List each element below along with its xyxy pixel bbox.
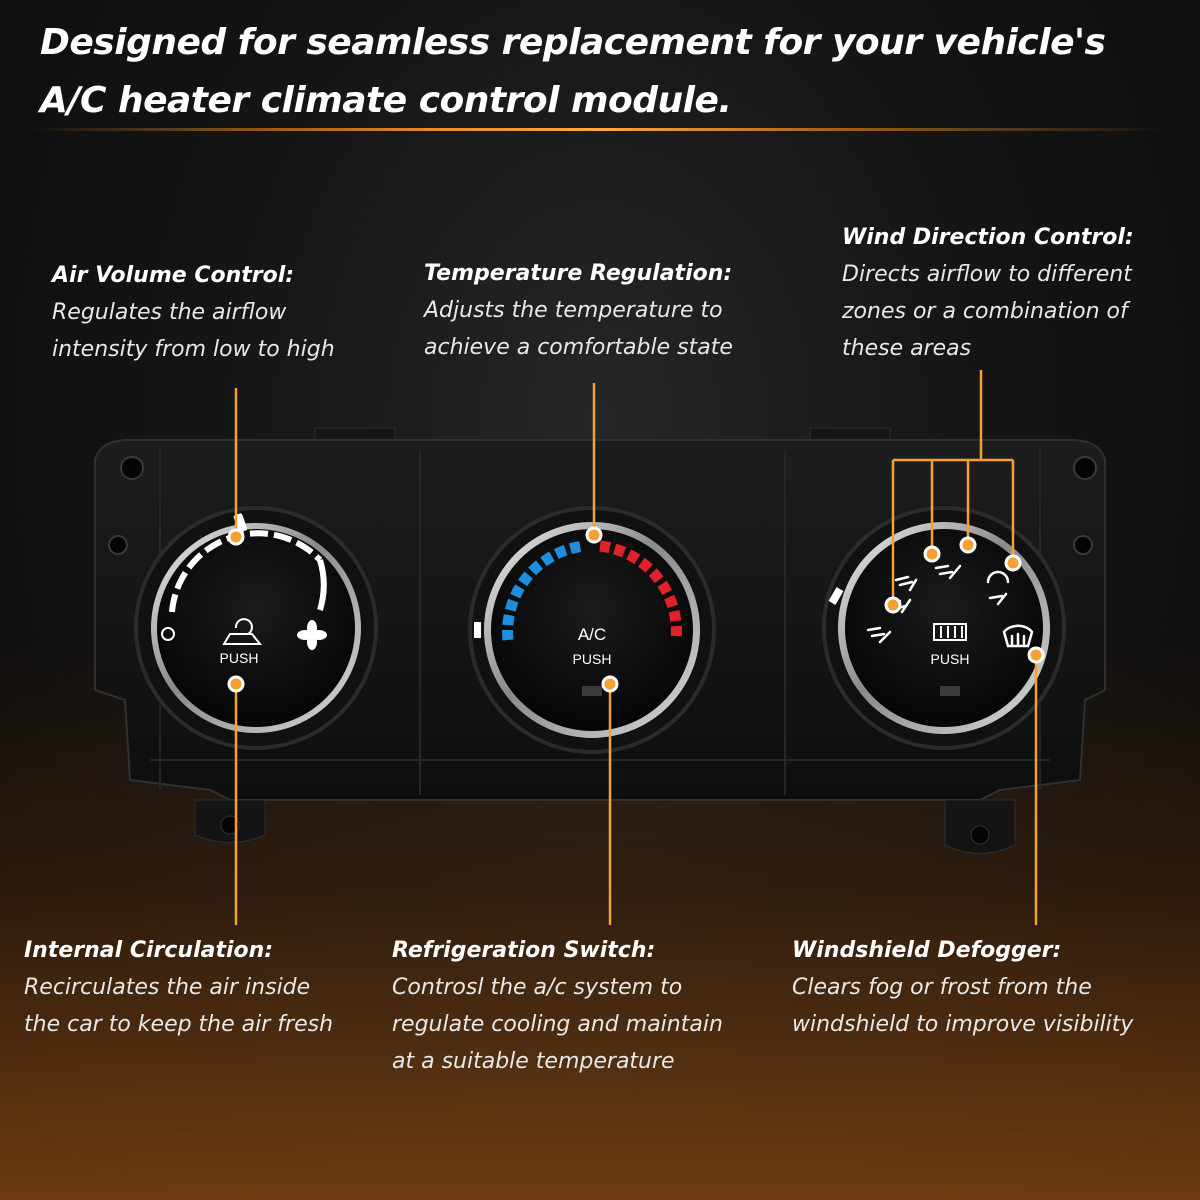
leader-lines (234, 370, 1038, 925)
headline-line-1: Designed for seamless replacement for yo… (40, 22, 1106, 63)
callout-temperature: Temperature Regulation: Adjusts the temp… (424, 256, 733, 366)
floor-vent-icon (866, 626, 892, 644)
callout-line: intensity from low to high (52, 337, 335, 362)
fan-speed-knob[interactable] (134, 506, 378, 750)
recirculation-car-icon (222, 618, 263, 645)
callout-refrigeration: Refrigeration Switch: Controsl the a/c s… (392, 933, 723, 1080)
screw-hole-mid-left (108, 535, 128, 555)
callout-line: the car to keep the air fresh (24, 1012, 334, 1037)
callout-line: zones or a combination of (842, 299, 1128, 324)
screw-hole-mid-right (1073, 535, 1093, 555)
callout-wind-direction: Wind Direction Control: Directs airflow … (842, 220, 1134, 367)
mode-knob-pointer (828, 587, 844, 605)
callout-line: regulate cooling and maintain (392, 1012, 723, 1037)
fan-push-label: PUSH (219, 650, 259, 666)
callout-line: Regulates the airflow (52, 300, 287, 325)
hot-scale (599, 540, 682, 641)
windshield-defrost-icon (1002, 624, 1034, 648)
callout-title: Temperature Regulation: (424, 261, 733, 286)
callout-line: windshield to improve visibility (792, 1012, 1134, 1037)
title-divider (30, 128, 1170, 131)
leader-dots (227, 526, 1045, 693)
temp-knob-pointer (474, 622, 481, 638)
mount-hole-left (220, 815, 240, 835)
screw-hole-top-right (1073, 456, 1097, 480)
ac-push-label: PUSH (572, 651, 612, 667)
screw-hole-top-left (120, 456, 144, 480)
headline: Designed for seamless replacement for yo… (40, 14, 1190, 130)
callout-title: Internal Circulation: (24, 938, 274, 963)
callout-line: Controsl the a/c system to (392, 975, 683, 1000)
callout-title: Windshield Defogger: (792, 938, 1062, 963)
callout-defogger: Windshield Defogger: Clears fog or frost… (792, 933, 1133, 1043)
ac-label: A/C (577, 625, 607, 644)
floor-defrost-vent-icon (986, 570, 1010, 606)
callout-title: Wind Direction Control: (842, 225, 1134, 250)
callout-line: achieve a comfortable state (424, 335, 733, 360)
callout-line: Adjusts the temperature to (424, 298, 723, 323)
face-vent-icon (894, 575, 918, 592)
callout-line: Recirculates the air inside (24, 975, 311, 1000)
callout-internal-circulation: Internal Circulation: Recirculates the a… (24, 933, 333, 1043)
callout-title: Refrigeration Switch: (392, 938, 656, 963)
floor-vent-2-icon (934, 564, 962, 580)
cold-scale (502, 540, 586, 641)
headline-line-2: A/C heater climate control module. (40, 80, 732, 121)
defrost-indicator-light (940, 686, 960, 696)
callout-air-volume: Air Volume Control: Regulates the airflo… (52, 258, 335, 368)
callout-line: at a suitable temperature (392, 1049, 675, 1074)
callout-title: Air Volume Control: (52, 263, 295, 288)
callout-line: Clears fog or frost from the (792, 975, 1092, 1000)
callout-line: Directs airflow to different (842, 262, 1132, 287)
mode-knob[interactable] (822, 506, 1066, 750)
fan-off-icon (161, 627, 175, 641)
fan-speed-scale-end (317, 559, 327, 611)
temperature-knob[interactable] (468, 506, 716, 754)
mount-hole-right (970, 825, 990, 845)
ac-indicator-light (582, 686, 602, 696)
fan-icon (297, 620, 327, 650)
callout-line: these areas (842, 336, 972, 361)
rear-defrost-icon (933, 623, 967, 641)
mode-push-label: PUSH (930, 651, 970, 667)
